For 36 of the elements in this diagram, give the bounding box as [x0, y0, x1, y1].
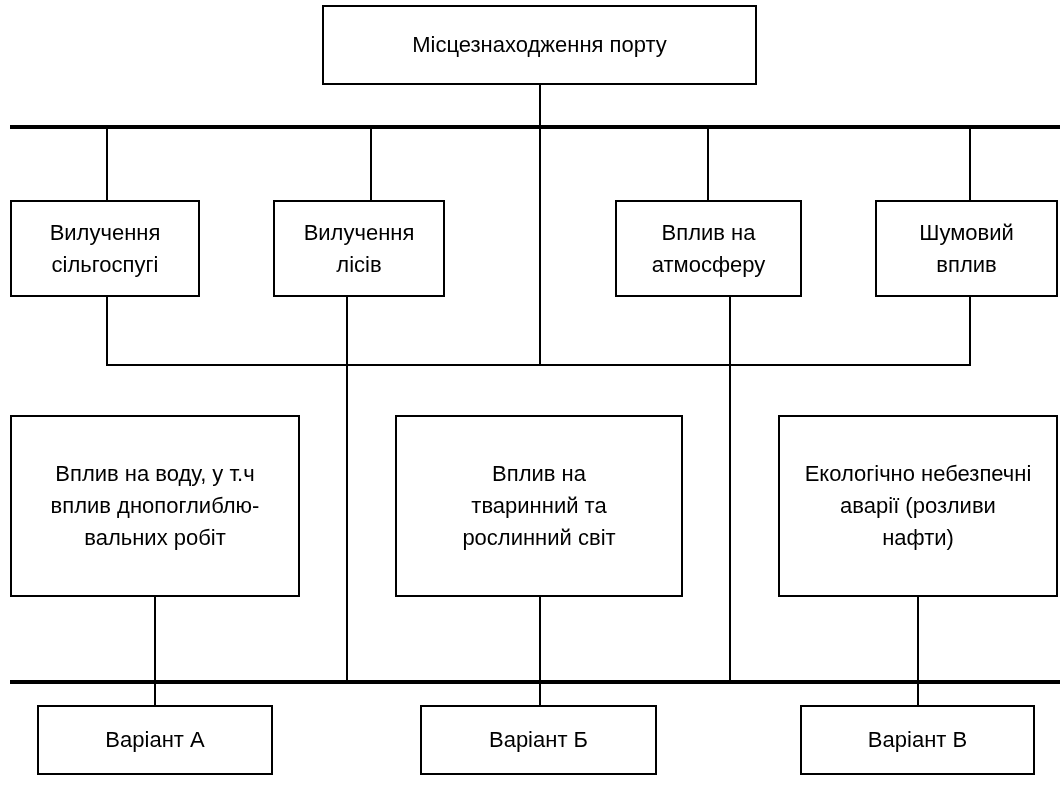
box-label: Вплив на атмосферу	[650, 218, 767, 279]
connector-line	[729, 296, 731, 681]
process-box	[420, 705, 657, 775]
box-label: Варіант Б	[488, 726, 588, 755]
process-box	[778, 415, 1058, 597]
connector-line	[106, 128, 108, 201]
process-box	[10, 415, 300, 597]
process-box	[395, 415, 683, 597]
bus-bar	[10, 680, 1060, 684]
process-box	[10, 200, 200, 297]
box-label: Місцезнаходження порту	[412, 31, 667, 60]
box-label: Вилучення сільгоспугі	[48, 218, 162, 279]
process-box	[37, 705, 273, 775]
process-box	[615, 200, 802, 297]
box-label: Вилучення лісів	[302, 218, 416, 279]
box-label: Варіант А	[105, 726, 205, 755]
box-label: Вплив на воду, у т.ч вплив днопоглиблю- вальних робіт	[49, 460, 261, 552]
connector-line	[346, 296, 348, 681]
connector-line	[917, 596, 919, 681]
box-label: Вплив на тваринний та рослинний світ	[461, 460, 617, 552]
process-box	[875, 200, 1058, 297]
box-label: Шумовий вплив	[918, 218, 1015, 279]
box-label: Екологічно небезпечні аварії (розливи нафти)	[804, 460, 1032, 552]
bus-bar	[10, 125, 1060, 129]
box-label: Варіант В	[867, 726, 968, 755]
connector-line	[917, 683, 919, 706]
connector-line	[539, 596, 541, 681]
connector-line	[539, 683, 541, 706]
connector-line	[370, 128, 372, 201]
connector-line	[154, 683, 156, 706]
process-box	[273, 200, 445, 297]
connector-line	[154, 596, 156, 681]
process-box	[322, 5, 757, 85]
connector-line	[969, 128, 971, 201]
process-box	[800, 705, 1035, 775]
connector-line	[707, 128, 709, 201]
